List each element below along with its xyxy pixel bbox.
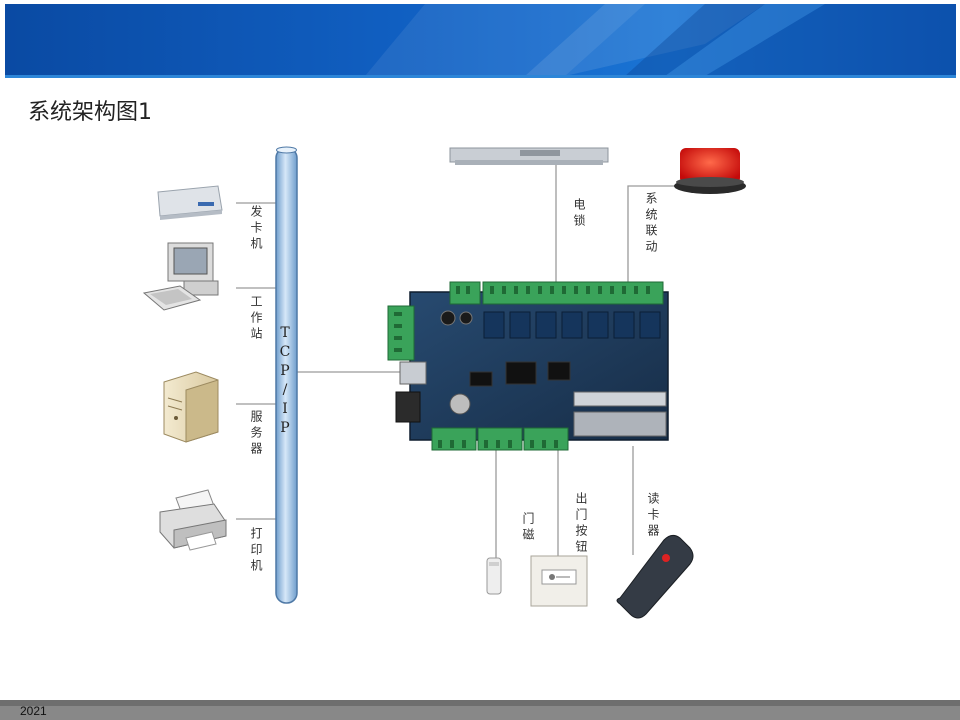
card-issuer-label: 发卡机 (249, 205, 263, 253)
system-linkage-label: 系统联动 (644, 192, 658, 256)
electric-lock-icon (449, 147, 609, 165)
workstation-label: 工作站 (249, 295, 263, 343)
tcp-ip-bus (275, 146, 298, 604)
printer-label: 打印机 (249, 527, 263, 575)
server-label: 服务器 (249, 410, 263, 458)
header-banner (5, 4, 956, 76)
card-issuer-icon (157, 185, 223, 220)
header-rule (5, 75, 956, 78)
workstation-icon (142, 242, 219, 311)
door-magnet-icon (486, 557, 502, 595)
card-reader-icon (616, 534, 694, 619)
header-decoration (365, 4, 956, 76)
card-reader-label: 读卡器 (646, 492, 660, 540)
server-icon (163, 371, 219, 443)
page-title: 系统架构图1 (28, 100, 152, 125)
exit-button-label: 出门按钮 (574, 492, 588, 556)
footer-strip (0, 706, 960, 720)
door-magnet-label: 门磁 (521, 512, 535, 544)
electric-lock-label: 电锁 (572, 198, 586, 230)
footer-year: 2021 (20, 704, 47, 718)
printer-icon (159, 489, 227, 551)
controller-board-icon (387, 281, 669, 451)
alarm-light-icon (674, 148, 746, 194)
bus-label: TCP/IP (277, 325, 293, 439)
exit-button-icon (530, 555, 588, 607)
